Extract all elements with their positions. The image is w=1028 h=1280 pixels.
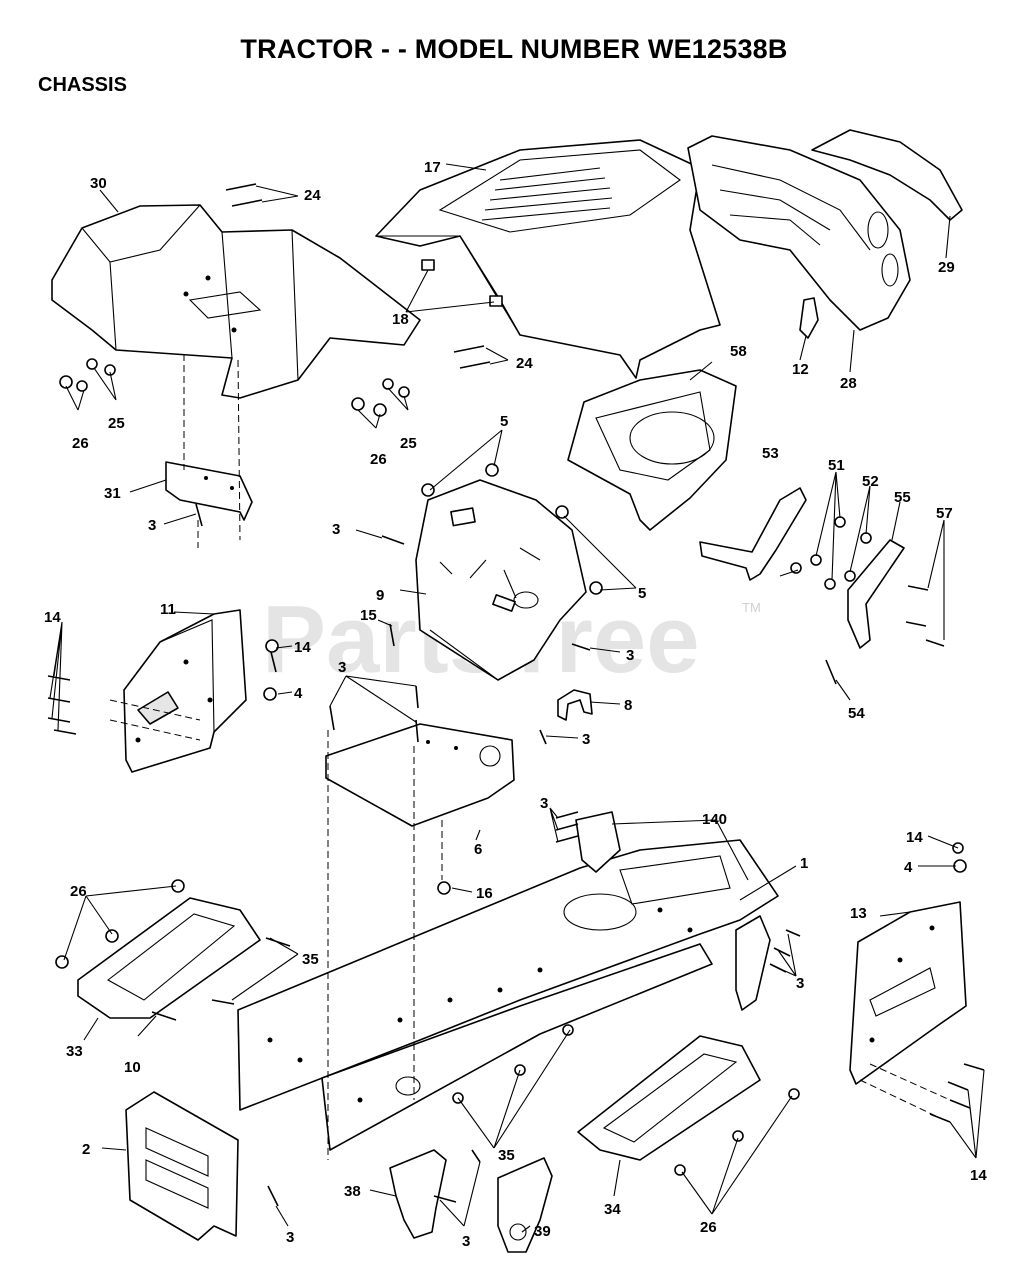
callout-3f: 3: [540, 795, 548, 812]
rear-panel-part-2[interactable]: [125, 1091, 239, 1241]
callout-3a: 3: [148, 517, 156, 534]
callout-31: 31: [104, 485, 121, 502]
callout-26b: 26: [370, 451, 387, 468]
hood-part-17[interactable]: [375, 139, 721, 379]
steering-plate-part-6[interactable]: [325, 723, 515, 827]
callout-35a: 35: [302, 951, 319, 968]
callout-16: 16: [476, 885, 493, 902]
callout-39: 39: [534, 1223, 551, 1240]
callout-26c: 26: [70, 883, 87, 900]
watermark-trademark: TM: [742, 600, 761, 615]
side-panel-part-11[interactable]: [123, 609, 247, 773]
callout-14d: 14: [970, 1167, 987, 1184]
bracket-part-31[interactable]: [165, 461, 253, 521]
callout-5b: 5: [638, 585, 646, 602]
callout-3d: 3: [338, 659, 346, 676]
upper-bracket[interactable]: [575, 811, 621, 873]
alignment-lines: [109, 354, 951, 1160]
callout-29: 29: [938, 259, 955, 276]
dash-frame-part-9[interactable]: [415, 479, 587, 681]
callout-13: 13: [850, 905, 867, 922]
callout-57: 57: [936, 505, 953, 522]
callout-6: 6: [474, 841, 482, 858]
bracket-part-55[interactable]: [847, 539, 905, 649]
callout-9: 9: [376, 587, 384, 604]
callout-2: 2: [82, 1141, 90, 1158]
callout-3c: 3: [626, 647, 634, 664]
callout-3e: 3: [582, 731, 590, 748]
callout-30: 30: [90, 175, 107, 192]
callout-24b: 24: [516, 355, 533, 372]
callout-28: 28: [840, 375, 857, 392]
callout-3h: 3: [286, 1229, 294, 1246]
callout-38: 38: [344, 1183, 361, 1200]
callout-25: 25: [108, 415, 125, 432]
front-bracket[interactable]: [735, 915, 771, 1011]
bracket-part-53[interactable]: [699, 487, 807, 581]
callout-55: 55: [894, 489, 911, 506]
callout-11: 11: [160, 601, 176, 618]
callout-14c: 14: [906, 829, 923, 846]
callout-12: 12: [792, 361, 809, 378]
callout-26d: 26: [700, 1219, 717, 1236]
bracket-part-38[interactable]: [389, 1149, 447, 1239]
callout-140: 140: [702, 811, 727, 828]
callout-15: 15: [360, 607, 377, 624]
callout-1: 1: [800, 855, 808, 872]
callout-51: 51: [828, 457, 845, 474]
callout-5: 5: [500, 413, 508, 430]
callout-3i: 3: [462, 1233, 470, 1250]
section-title: CHASSIS: [38, 74, 127, 96]
callout-4a: 4: [294, 685, 303, 702]
callout-52: 52: [862, 473, 879, 490]
main-frame-part-1[interactable]: [237, 839, 779, 1151]
callout-10: 10: [124, 1059, 141, 1076]
callout-53: 53: [762, 445, 779, 462]
callout-3b: 3: [332, 521, 340, 538]
side-panel-part-13[interactable]: [849, 901, 967, 1085]
callout-33: 33: [66, 1043, 83, 1060]
page-title: TRACTOR - - MODEL NUMBER WE12538B: [240, 34, 788, 64]
footrest-part-34[interactable]: [577, 1035, 761, 1161]
callout-labels: 30 24 17 18 24 29 12 28 58 25 26 25 26 5…: [44, 159, 987, 1250]
fender-part-30[interactable]: [51, 204, 421, 399]
hardware: [47, 183, 985, 1207]
callout-8: 8: [624, 697, 632, 714]
callout-24: 24: [304, 187, 321, 204]
callout-14a: 14: [44, 609, 61, 626]
callout-17: 17: [424, 159, 441, 176]
callout-4b: 4: [904, 859, 913, 876]
dash-panel-part-58[interactable]: [567, 369, 737, 531]
hood-trim-part-29[interactable]: [811, 129, 963, 221]
bracket-part-12[interactable]: [799, 297, 819, 339]
footrest-part-33[interactable]: [77, 897, 261, 1019]
callout-35b: 35: [498, 1147, 515, 1164]
callout-34: 34: [604, 1201, 621, 1218]
callout-18: 18: [392, 311, 409, 328]
callout-58: 58: [730, 343, 747, 360]
clip-part-8[interactable]: [557, 689, 593, 721]
bracket-part-39[interactable]: [497, 1157, 553, 1253]
callout-25b: 25: [400, 435, 417, 452]
leader-lines: [49, 163, 985, 1233]
callout-14b: 14: [294, 639, 311, 656]
callout-54: 54: [848, 705, 865, 722]
grille-part-28[interactable]: [687, 135, 911, 331]
callout-3g: 3: [796, 975, 804, 992]
callout-26: 26: [72, 435, 89, 452]
